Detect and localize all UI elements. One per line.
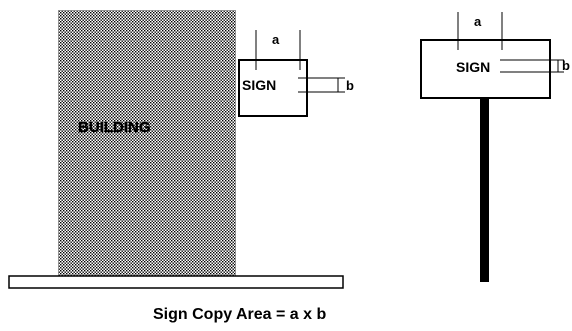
wall-sign: SIGN a b	[238, 30, 354, 117]
building	[58, 10, 236, 278]
formula-caption: Sign Copy Area = a x b	[153, 306, 326, 323]
sign-pole	[480, 98, 489, 282]
pole-dim-a: a	[474, 14, 482, 29]
wall-dim-b: b	[346, 78, 354, 93]
pole-sign-text: SIGN	[456, 59, 490, 75]
ground-base	[8, 275, 344, 289]
wall-sign-text: SIGN	[242, 77, 276, 93]
wall-dim-a: a	[272, 32, 280, 47]
wall-sign-box	[238, 59, 308, 117]
building-label: BUILDING	[78, 119, 151, 136]
pole-sign: SIGN a b	[420, 12, 570, 282]
pole-dim-b: b	[562, 58, 570, 73]
